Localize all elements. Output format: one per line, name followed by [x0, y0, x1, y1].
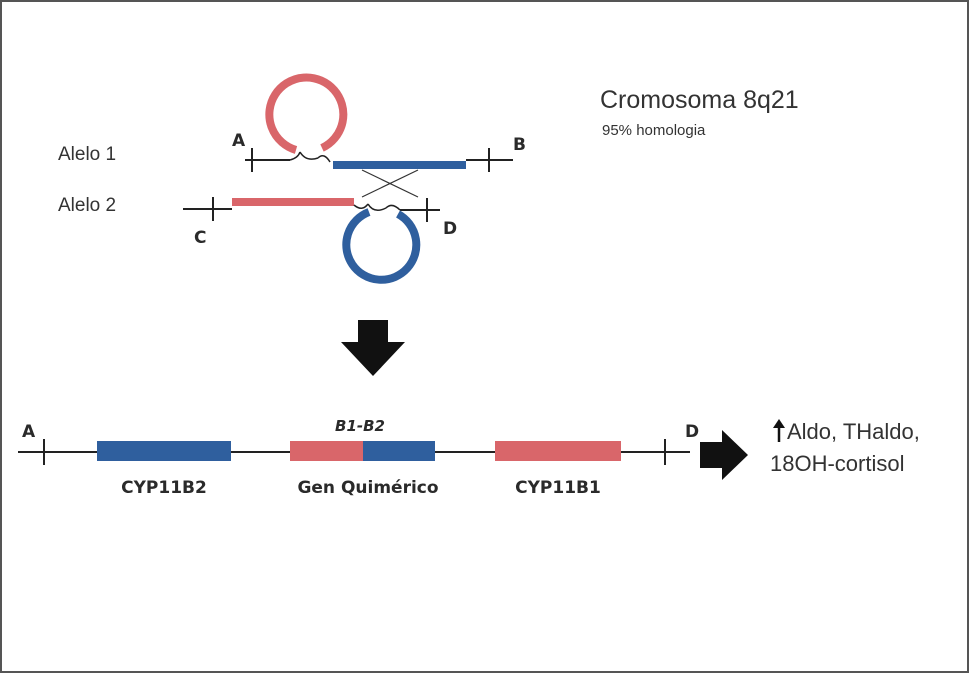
up-arrow-head — [773, 419, 785, 428]
chimeric-gene-label: Gen Quimérico — [297, 478, 438, 498]
allele-2-red-bar — [232, 198, 354, 206]
chimeric-gene-top-label: B1-B2 — [335, 417, 385, 435]
cyp11b2-label: CYP11B2 — [121, 478, 207, 498]
allele-2-crossover-knot — [353, 203, 401, 211]
allele-1-crossover-knot — [289, 151, 331, 163]
outcome-line-1: Aldo, THaldo, — [787, 419, 920, 444]
cyp11b2-gene-bar — [97, 441, 231, 461]
cyp11b1-label: CYP11B1 — [515, 478, 601, 498]
homology-subtitle: 95% homologia — [602, 122, 706, 139]
blue-loop — [342, 208, 421, 284]
allele-1-blue-bar — [333, 161, 466, 169]
label-a-bottom: A — [22, 422, 36, 442]
chromosome-title: Cromosoma 8q21 — [600, 86, 799, 114]
label-b: B — [513, 135, 526, 155]
cyp11b1-gene-bar — [495, 441, 621, 461]
allele-1-label: Alelo 1 — [58, 144, 116, 165]
label-a-top: A — [232, 131, 246, 151]
cross-line-2 — [361, 169, 419, 198]
label-d-bottom: D — [685, 422, 699, 442]
label-d-top: D — [443, 219, 457, 239]
right-arrow-icon — [700, 430, 748, 480]
red-loop — [265, 73, 348, 154]
allele-2-label: Alelo 2 — [58, 195, 116, 216]
label-c: C — [194, 228, 206, 248]
chimeric-gene-blue-part — [363, 441, 435, 461]
chimeric-gene-red-part — [290, 441, 363, 461]
outcome-line-2: 18OH-cortisol — [770, 451, 904, 476]
down-arrow-icon — [341, 320, 405, 376]
